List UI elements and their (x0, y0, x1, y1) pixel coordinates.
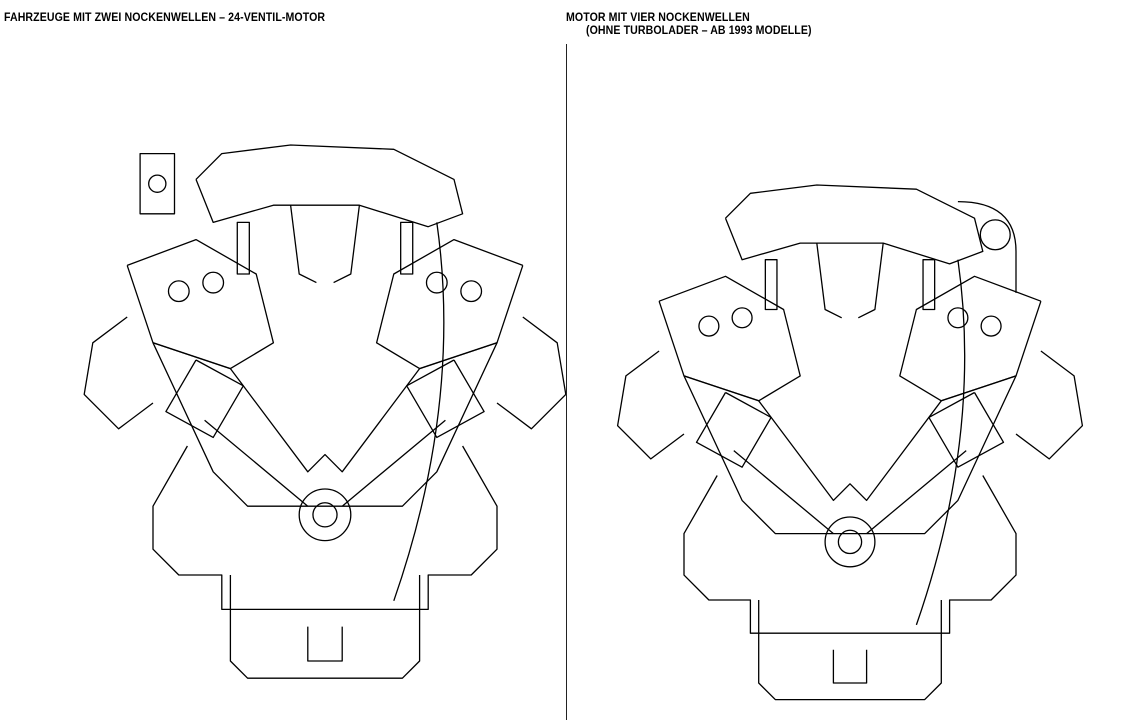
air-duct (957, 200, 1017, 293)
connecting-rods (733, 450, 967, 535)
camshaft (980, 315, 1002, 337)
right-exhaust-manifold (1015, 350, 1084, 460)
camshaft (425, 271, 448, 294)
camshaft (167, 280, 190, 303)
camshaft (460, 280, 483, 303)
air-duct-bend (979, 219, 1011, 251)
left-engine-drawing (83, 144, 566, 679)
left-piston (695, 391, 772, 468)
intake-runners (816, 243, 884, 319)
intake-plenum (724, 184, 984, 265)
crankcase (683, 475, 1017, 634)
oil-pan (758, 600, 942, 701)
connecting-rods (204, 419, 446, 507)
cylinder-block (683, 375, 1017, 535)
oil-pan (229, 575, 421, 679)
right-exhaust-manifold (496, 316, 566, 430)
camshaft (947, 307, 969, 329)
fuel-injector (400, 221, 414, 275)
crankshaft (824, 516, 876, 568)
camshaft (731, 307, 753, 329)
crankcase (152, 445, 498, 611)
oil-dipstick (393, 222, 445, 602)
throttle-body (139, 152, 176, 215)
crankshaft-journal (837, 529, 863, 555)
left-panel-title: FAHRZEUGE MIT ZWEI NOCKENWELLEN – 24-VEN… (4, 12, 326, 24)
panel-divider (566, 44, 567, 720)
crankshaft (298, 488, 352, 542)
intake-runners (289, 205, 361, 284)
oil-dipstick (915, 259, 966, 626)
left-exhaust-manifold (616, 350, 685, 460)
oil-strainer (832, 649, 868, 684)
right-panel-title: MOTOR MIT VIER NOCKENWELLEN (566, 12, 750, 24)
camshaft (202, 271, 225, 294)
cylinder-block (152, 342, 498, 507)
right-piston (928, 391, 1005, 468)
intake-plenum (195, 144, 464, 228)
camshaft (698, 315, 720, 337)
fuel-injector (764, 259, 778, 311)
left-cylinder-head (658, 275, 801, 402)
left-exhaust-manifold (83, 316, 154, 430)
fuel-injector (922, 259, 936, 311)
right-cylinder-head (899, 275, 1042, 402)
throttle-valve (148, 174, 167, 193)
oil-strainer (307, 626, 343, 662)
fuel-injector (236, 221, 250, 275)
right-panel-subtitle: (OHNE TURBOLADER – AB 1993 MODELLE) (586, 25, 812, 37)
right-piston (406, 359, 485, 439)
crankshaft-journal (312, 502, 338, 528)
left-piston (165, 359, 244, 439)
